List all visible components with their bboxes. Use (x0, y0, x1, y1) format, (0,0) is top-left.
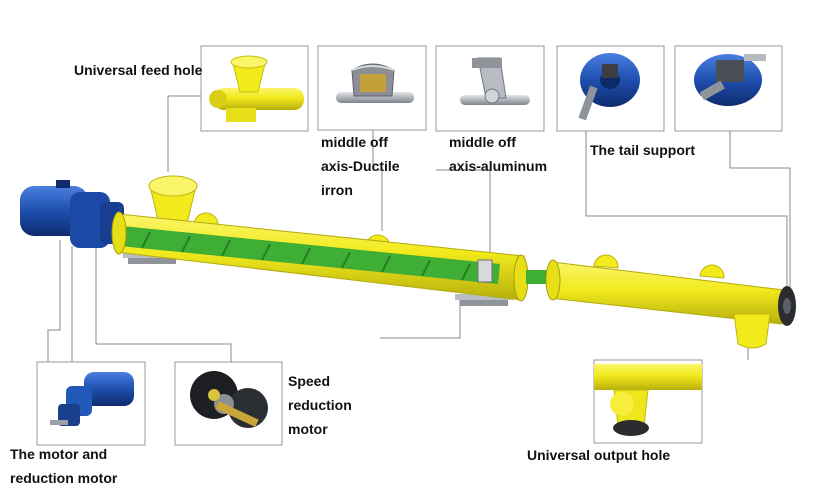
thumb-motor (36, 361, 146, 446)
screw-flight (120, 226, 500, 284)
label-motor-reduction: The motor and reduction motor (10, 446, 118, 486)
outlet-spout (733, 313, 771, 349)
thumb-ductile-hanger (317, 45, 427, 131)
thumb-tail-support-1 (556, 45, 665, 132)
drive-motor (20, 180, 124, 248)
flange-mid-left (513, 254, 529, 302)
lifting-lug-4 (699, 264, 725, 279)
thumb-tail-support-2 (674, 45, 783, 132)
label-speed-motor: Speed reduction motor (288, 373, 352, 437)
thumb-output-hole (593, 359, 703, 444)
feed-hopper (148, 175, 198, 229)
flange-mid-right (545, 259, 561, 301)
lifting-lug-3 (593, 254, 619, 269)
hanger-bearing (477, 259, 493, 283)
label-tail-support: The tail support (590, 142, 695, 158)
flange-left (111, 211, 127, 255)
label-middle-aluminum: middle off axis-aluminum (449, 134, 548, 174)
leader-lines (47, 95, 791, 362)
support-foot-right (455, 294, 513, 306)
label-middle-ductile: middle off axis-Ductile irron (321, 134, 400, 198)
thumb-speed-motor (174, 361, 283, 446)
label-feed-hole: Universal feed hole (74, 62, 203, 78)
screw-conveyor (20, 175, 796, 349)
label-output-hole: Universal output hole (527, 447, 671, 463)
thumb-aluminum-hanger (435, 45, 545, 132)
thumb-feed-hole (200, 45, 309, 132)
